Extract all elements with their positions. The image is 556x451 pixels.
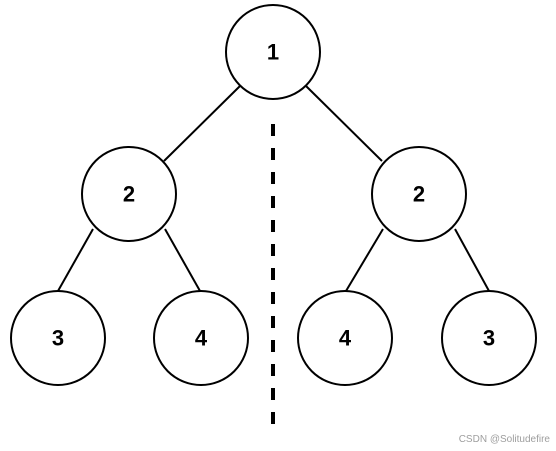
- edge-right-rightchild: [454, 228, 490, 292]
- tree-node-right-left: 4: [297, 290, 393, 386]
- tree-node-left: 2: [81, 146, 177, 242]
- tree-node-right-right: 3: [441, 290, 537, 386]
- watermark-text: CSDN @Solitudefire: [458, 434, 550, 445]
- node-label-right: 2: [413, 182, 425, 207]
- tree-node-right: 2: [371, 146, 467, 242]
- tree-node-left-left: 3: [10, 290, 106, 386]
- node-label-left-left: 3: [52, 326, 64, 351]
- node-label-left-right: 4: [195, 326, 208, 351]
- tree-node-root: 1: [225, 4, 321, 100]
- node-label-root: 1: [267, 40, 279, 65]
- edge-root-left: [163, 85, 241, 162]
- node-label-left: 2: [123, 182, 135, 207]
- edge-left-leftchild: [57, 228, 94, 292]
- node-label-right-right: 3: [483, 326, 495, 351]
- edge-right-leftchild: [345, 228, 384, 292]
- edge-root-right: [305, 85, 383, 162]
- tree-node-left-right: 4: [153, 290, 249, 386]
- edge-left-rightchild: [164, 228, 201, 292]
- node-label-right-left: 4: [339, 326, 352, 351]
